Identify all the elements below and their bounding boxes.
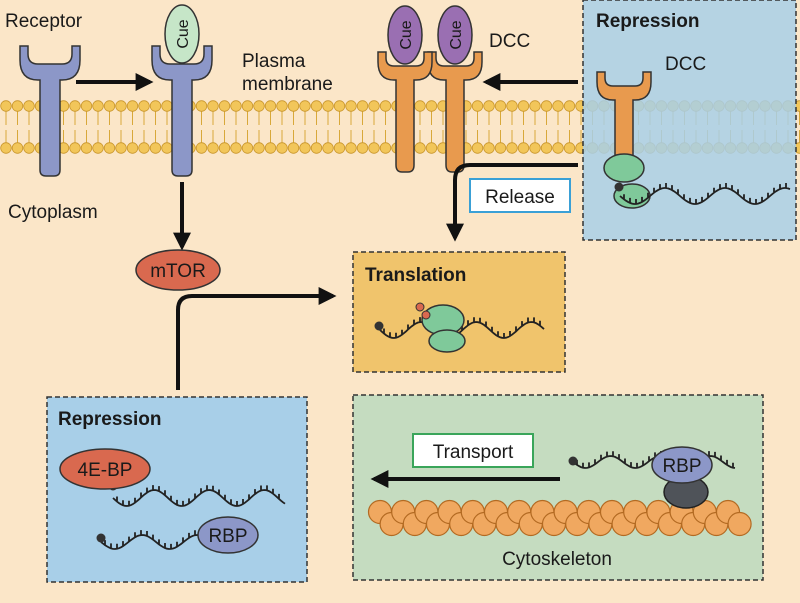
svg-text:Cue: Cue: [398, 20, 415, 49]
receptor-unbound: [19, 45, 81, 177]
plasma-membrane-label-1: Plasma: [242, 51, 306, 72]
dcc-receptor-repressed: [596, 71, 652, 181]
svg-text:RBP: RBP: [208, 526, 247, 547]
transport-label-box: Transport: [412, 433, 534, 468]
svg-text:Transport: Transport: [433, 442, 514, 463]
mtor-node: mTOR: [135, 249, 221, 291]
rbp-node-left: RBP: [197, 516, 259, 554]
svg-text:mTOR: mTOR: [150, 261, 206, 282]
svg-text:Cue: Cue: [175, 19, 192, 48]
dcc-receptor-2: [427, 51, 483, 173]
mrna-cap-transport: [568, 456, 578, 466]
cytoplasm-label: Cytoplasm: [8, 202, 98, 223]
receptor-label: Receptor: [5, 11, 83, 32]
arrow-release-to-translation: [446, 163, 578, 242]
cue-purple-2: Cue: [437, 5, 473, 65]
repression-title-bottom: Repression: [58, 409, 161, 430]
svg-text:Cue: Cue: [448, 20, 465, 49]
dcc-label-box: DCC: [665, 54, 706, 75]
mrna-cap-translation: [374, 321, 384, 331]
svg-text:RBP: RBP: [662, 456, 701, 477]
mrna-4ebp: [112, 485, 286, 507]
cytoskeleton-label: Cytoskeleton: [502, 549, 612, 570]
plasma-membrane-label-2: membrane: [242, 74, 333, 95]
dcc-receptor-1: [377, 51, 433, 173]
svg-text:Release: Release: [485, 187, 555, 208]
cytoskeleton-filament: [367, 499, 752, 537]
eif4ebp-node: 4E-BP: [59, 448, 151, 490]
repression-title-top: Repression: [596, 11, 699, 32]
cue-green: Cue: [164, 4, 200, 64]
release-label-box: Release: [469, 178, 571, 213]
ribosome-translation: [421, 304, 466, 353]
svg-text:4E-BP: 4E-BP: [78, 460, 133, 481]
translation-title: Translation: [365, 265, 466, 286]
initiation-factors: [415, 302, 431, 320]
receptor-bound: [151, 45, 213, 177]
arrow-mtor-to-translation: [176, 287, 337, 390]
mrna-cap-rbp-left: [96, 533, 106, 543]
rbp-node-right: RBP: [651, 446, 713, 484]
cue-purple-1: Cue: [387, 5, 423, 65]
mrna-repressed: [619, 183, 791, 205]
dcc-label-top: DCC: [489, 31, 530, 52]
mrna-cap-repressed: [614, 182, 624, 192]
